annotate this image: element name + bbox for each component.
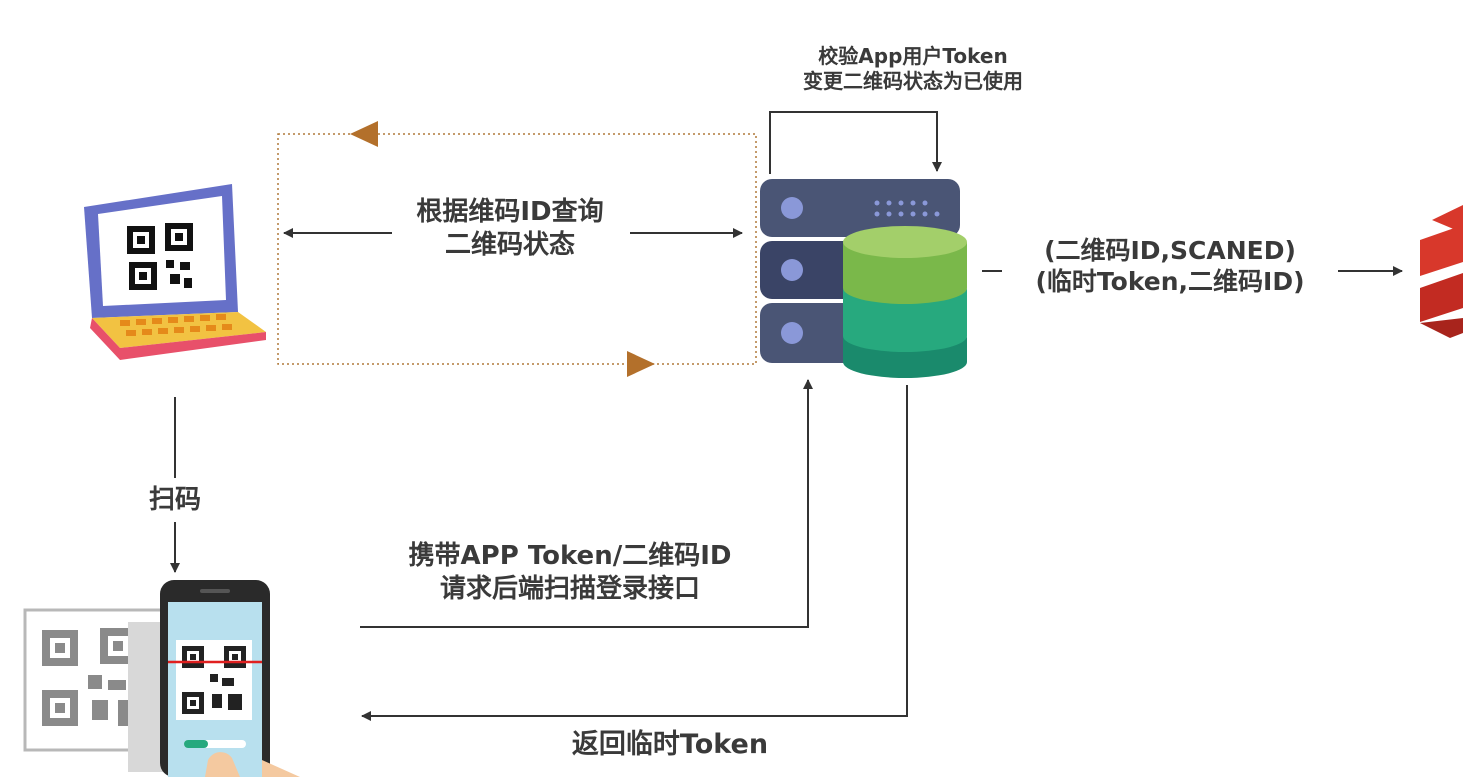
query-label: 根据维码ID查询 二维码状态: [380, 196, 640, 261]
return-arrow: [361, 385, 908, 721]
redis-icon: [1420, 205, 1463, 338]
phone-scan-icon: [160, 580, 300, 777]
triangle-right-icon: [627, 351, 655, 377]
request-arrow: [360, 379, 813, 628]
triangle-left-icon: [350, 121, 378, 147]
self-check-arrow: [769, 111, 942, 174]
scan-label: 扫码: [148, 485, 201, 515]
redis-store-line2: (临时Token,二维码ID): [1035, 267, 1305, 297]
request-line1: 携带APP Token/二维码ID: [408, 541, 732, 571]
request-line2: 请求后端扫描登录接口: [439, 573, 700, 604]
query-line2: 二维码状态: [444, 229, 575, 260]
redis-store-label: (二维码ID,SCANED) (临时Token,二维码ID): [1000, 235, 1340, 298]
query-line1: 根据维码ID查询: [416, 197, 604, 227]
polling-loop-box: [277, 121, 757, 377]
return-label: 返回临时Token: [571, 729, 769, 760]
request-label: 携带APP Token/二维码ID 请求后端扫描登录接口: [360, 540, 780, 605]
server-database-icon: [760, 179, 967, 378]
self-check-line1: 校验App用户Token: [818, 44, 1008, 68]
redis-store-line1: (二维码ID,SCANED): [1044, 236, 1296, 265]
self-check-line2: 变更二维码状态为已使用: [803, 69, 1023, 93]
self-check-label: 校验App用户Token 变更二维码状态为已使用: [768, 44, 1058, 94]
laptop-qr-icon: [84, 184, 266, 360]
